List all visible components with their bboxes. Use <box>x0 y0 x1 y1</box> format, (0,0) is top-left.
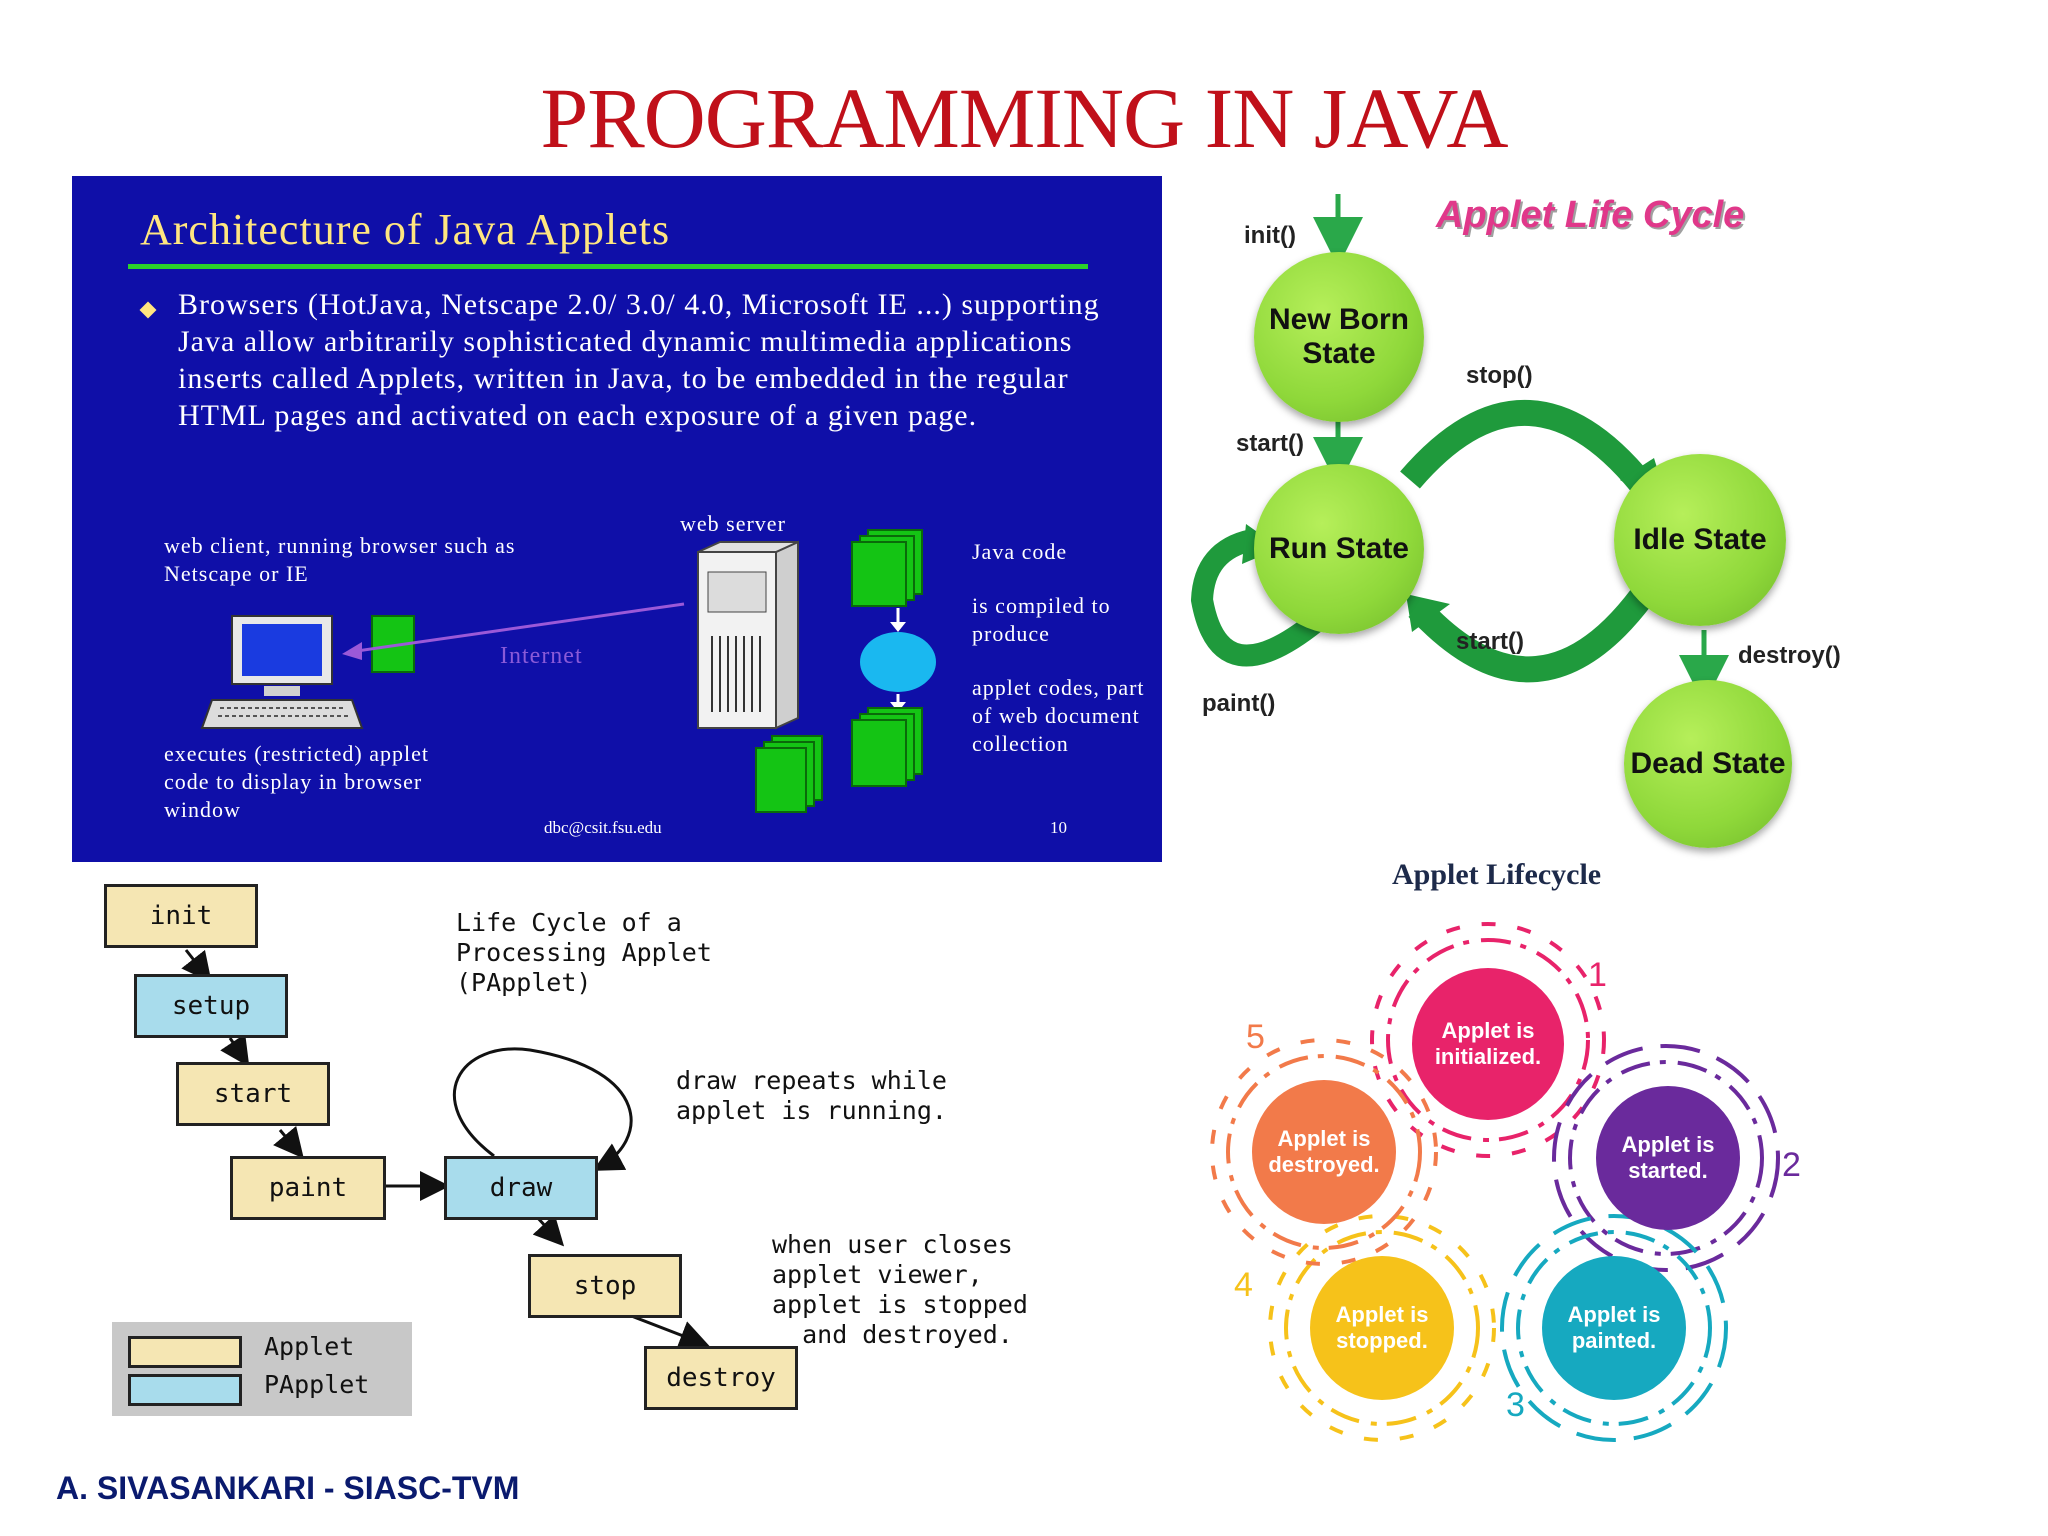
colorful-title: Applet Lifecycle <box>1392 858 1602 891</box>
step-number-5: 5 <box>1246 1018 1265 1056</box>
lifecycle-painted: Applet is painted. <box>1542 1256 1686 1400</box>
computer-icon <box>200 615 364 729</box>
step-number-2: 2 <box>1782 1146 1801 1184</box>
slide-heading: Architecture of Java Applets <box>140 205 671 254</box>
compiler-icon <box>860 632 936 692</box>
step-number-1: 1 <box>1588 956 1607 994</box>
method-paint-label: paint() <box>1202 690 1276 717</box>
box-destroy: destroy <box>644 1346 798 1410</box>
lifecycle-initialized: Applet is initialized. <box>1412 968 1564 1120</box>
architecture-graphics <box>200 529 936 813</box>
applet-codes-stack-icon <box>755 707 923 813</box>
footer-author: A. SIVASANKARI - SIASC-TVM <box>56 1470 520 1506</box>
papplet-caption: Life Cycle of a Processing Applet (PAppl… <box>456 908 712 997</box>
web-server-icon <box>697 540 799 730</box>
lifecycle-stopped: Applet is stopped. <box>1310 1256 1454 1400</box>
web-server-label: web server <box>680 511 786 536</box>
box-start: start <box>176 1062 330 1126</box>
legend-papplet-label: PApplet <box>264 1370 370 1399</box>
close-note: when user closes applet viewer, applet i… <box>772 1230 1028 1349</box>
applet-codes-label: applet codes, part of web document colle… <box>972 675 1145 756</box>
legend-papplet-swatch <box>128 1374 242 1406</box>
web-client-label: web client, running browser such as Nets… <box>164 533 516 586</box>
method-init-label: init() <box>1244 222 1296 249</box>
slide-bullet-text: Browsers (HotJava, Netscape 2.0/ 3.0/ 4.… <box>178 288 1100 432</box>
compiled-label: is compiled to produce <box>972 593 1111 646</box>
box-stop: stop <box>528 1254 682 1318</box>
box-paint: paint <box>230 1156 386 1220</box>
method-start-label-2: start() <box>1456 628 1525 655</box>
draw-note: draw repeats while applet is running. <box>676 1066 947 1125</box>
box-init: init <box>104 884 258 948</box>
lifecycle-arrows <box>1190 194 1729 705</box>
method-start-label: start() <box>1236 430 1305 457</box>
step-number-3: 3 <box>1506 1386 1525 1424</box>
papplet-legend: Applet PApplet <box>112 1322 412 1416</box>
page-title: PROGRAMMING IN JAVA <box>540 70 1508 166</box>
slide-email: dbc@csit.fsu.edu <box>544 818 662 837</box>
java-code-label: Java code <box>972 539 1068 564</box>
colorful-rings <box>1210 922 1780 1442</box>
box-setup: setup <box>134 974 288 1038</box>
legend-applet-swatch <box>128 1336 242 1368</box>
papplet-arrows <box>181 949 710 1350</box>
lifecycle-title: Applet Life Cycle <box>1436 194 1745 236</box>
lifecycle-destroyed: Applet is destroyed. <box>1252 1080 1396 1224</box>
method-destroy-label: destroy() <box>1738 642 1841 669</box>
lifecycle-started: Applet is started. <box>1596 1086 1740 1230</box>
slide-divider <box>128 264 1088 269</box>
method-stop-label: stop() <box>1466 362 1533 389</box>
box-draw: draw <box>444 1156 598 1220</box>
state-idle: Idle State <box>1614 454 1786 626</box>
architecture-slide: Architecture of Java Applets Browsers (H… <box>72 176 1162 862</box>
legend-applet-label: Applet <box>264 1332 355 1361</box>
internet-label: Internet <box>500 643 583 669</box>
step-number-4: 4 <box>1234 1266 1253 1304</box>
slide-page-number: 10 <box>1050 818 1067 837</box>
java-code-stack-icon <box>851 529 923 607</box>
state-run: Run State <box>1254 464 1424 634</box>
state-new-born: New Born State <box>1254 252 1424 422</box>
state-dead: Dead State <box>1624 680 1792 848</box>
executes-label: executes (restricted) applet code to dis… <box>164 741 429 822</box>
